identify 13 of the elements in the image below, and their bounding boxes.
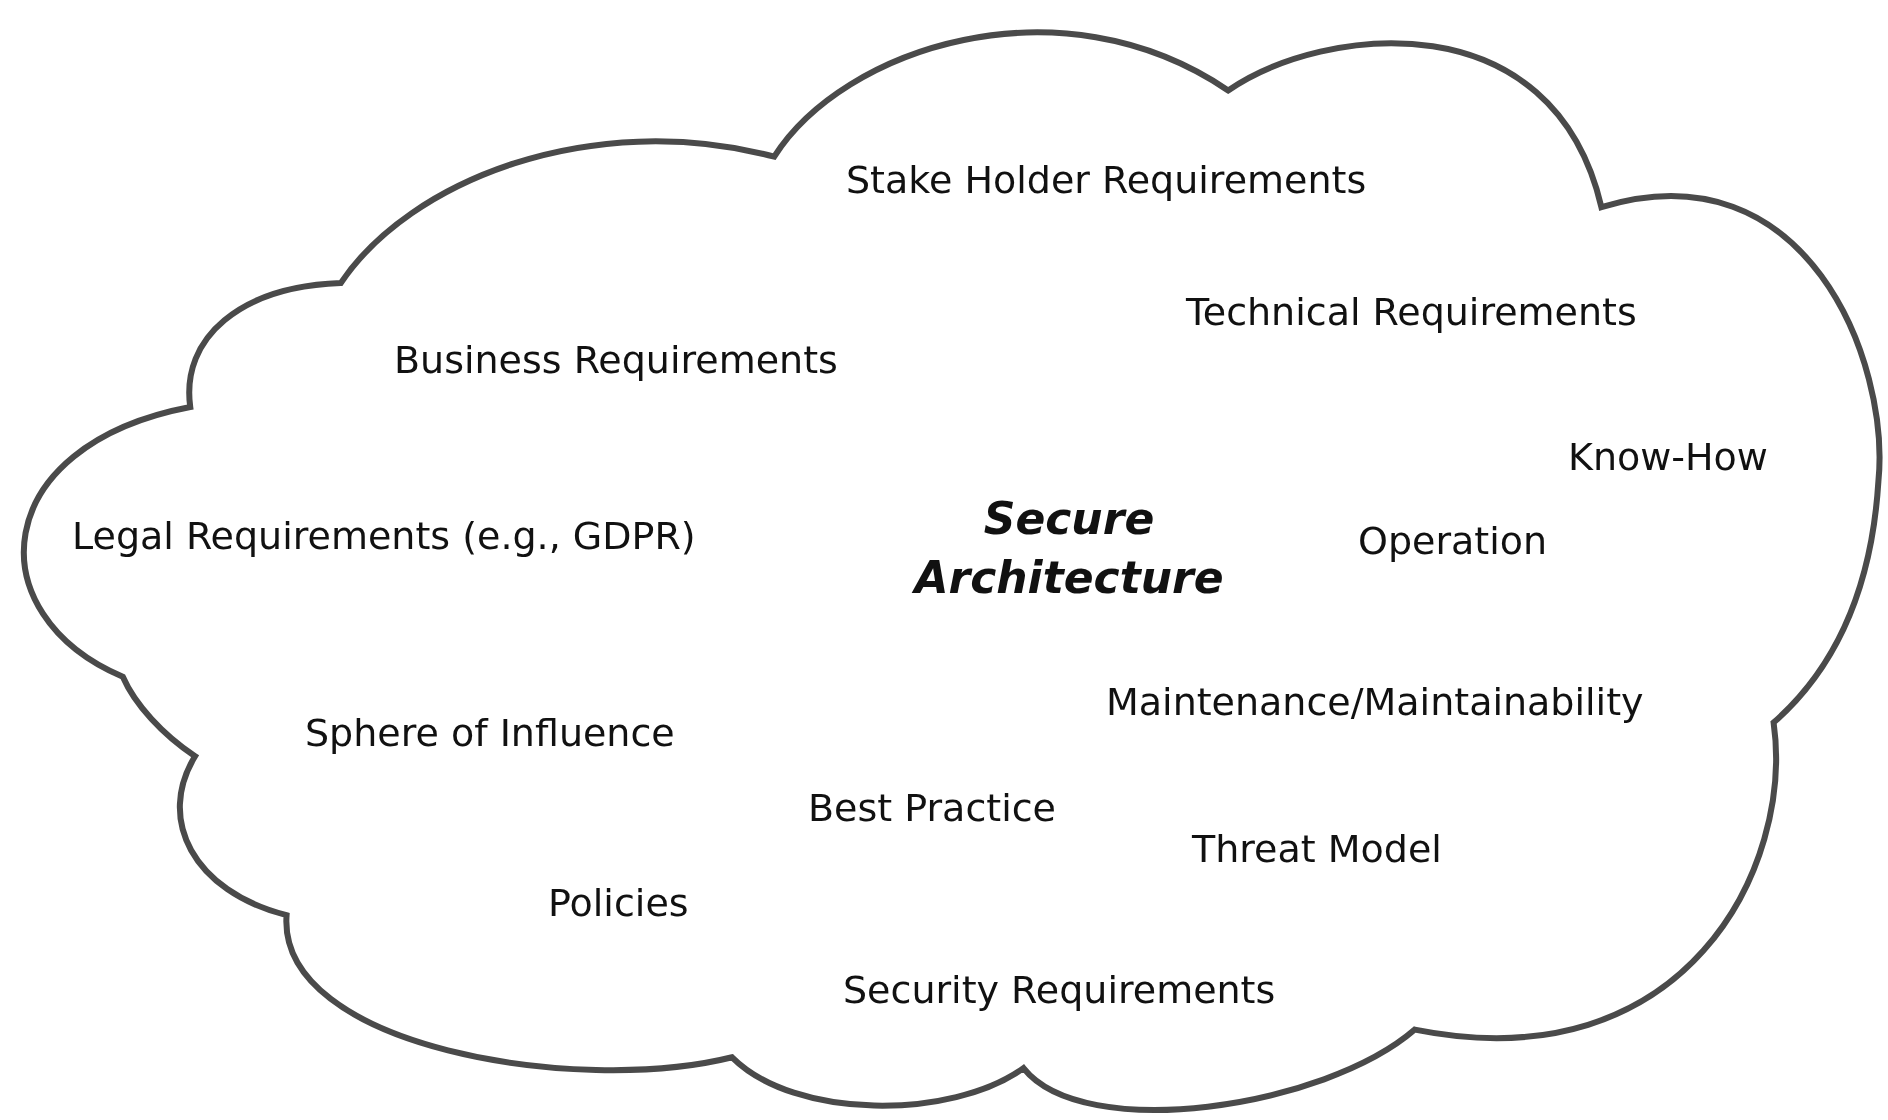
cloud-term: Technical Requirements bbox=[1186, 289, 1637, 337]
cloud-term: Business Requirements bbox=[394, 337, 838, 385]
cloud-term: Maintenance/Maintainability bbox=[1106, 679, 1644, 727]
cloud-term: Best Practice bbox=[808, 785, 1056, 833]
cloud-term: Know-How bbox=[1568, 434, 1768, 482]
cloud-term: Stake Holder Requirements bbox=[846, 157, 1367, 205]
cloud-term: Threat Model bbox=[1192, 826, 1442, 874]
cloud-term: Legal Requirements (e.g., GDPR) bbox=[72, 513, 696, 561]
cloud-term: Policies bbox=[548, 880, 689, 928]
cloud-term: Security Requirements bbox=[843, 967, 1276, 1015]
cloud-term: Operation bbox=[1358, 518, 1548, 566]
center-title: Secure Architecture bbox=[911, 491, 1225, 605]
cloud-term: Sphere of Influence bbox=[305, 710, 675, 758]
